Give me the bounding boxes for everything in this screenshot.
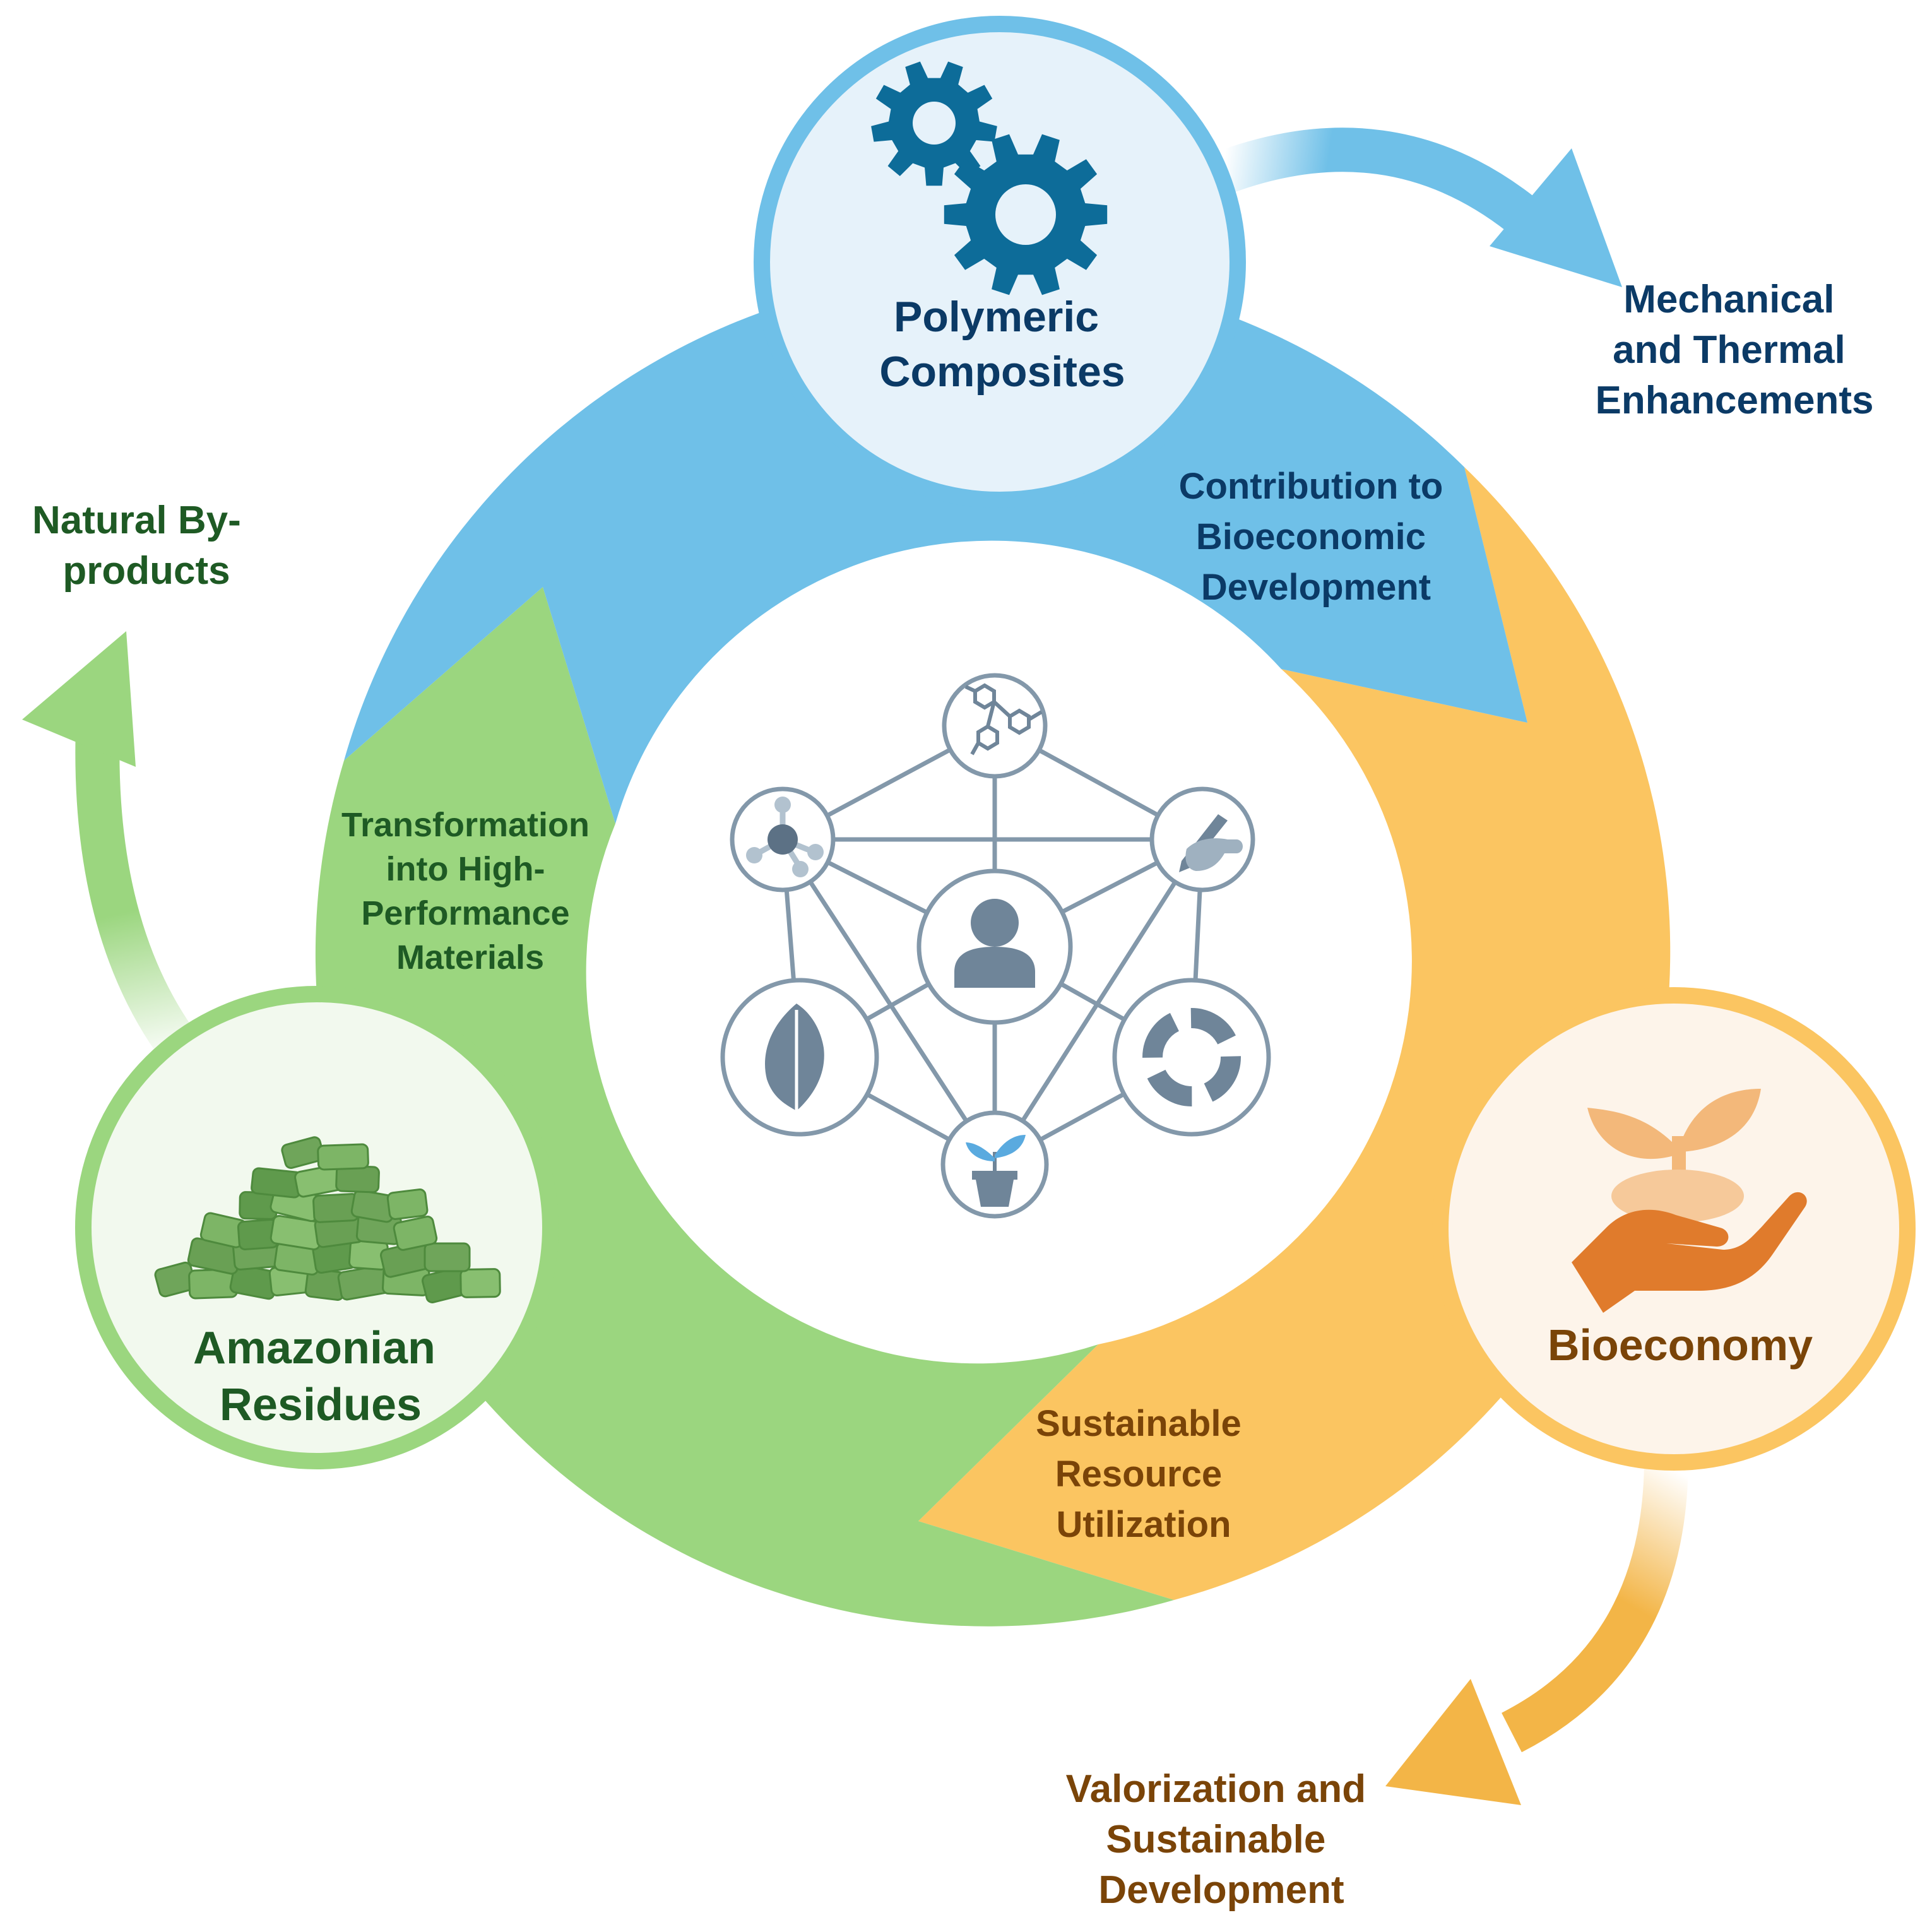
recycle-icon — [1142, 1008, 1241, 1106]
amazonian-line1: Amazonian — [193, 1323, 436, 1373]
residue-block — [251, 1167, 303, 1199]
amazonian-line2: Residues — [220, 1380, 422, 1430]
outcome-arrow-green — [22, 631, 198, 1061]
ring-label-contribution: Contribution to Bioeconomic Development — [1179, 466, 1454, 608]
hand-sprout-icon — [1572, 1089, 1807, 1313]
ring-segment-blue — [344, 271, 1527, 824]
potted-plant-icon — [966, 1135, 1026, 1207]
node-polymeric-composites: Polymeric Composites — [754, 16, 1246, 508]
outcome-label-mechanical: Mechanical and Thermal Enhancements — [1595, 278, 1873, 422]
outcome-arrow-orange — [1385, 1457, 1688, 1805]
node-bioeconomy: Bioeconomy — [1432, 987, 1916, 1471]
residue-block — [317, 1143, 369, 1171]
hand-writing-icon — [1179, 814, 1243, 872]
svg-text:Bioeconomy: Bioeconomy — [1548, 1320, 1813, 1370]
bioeconomy-line1: Bioeconomy — [1548, 1320, 1813, 1370]
node-amazonian-residues: Amazonian Residues — [75, 986, 559, 1469]
polymeric-line1: Polymeric — [894, 293, 1099, 341]
outcome-arrow-blue — [1213, 127, 1622, 287]
gears-icon — [871, 61, 1108, 295]
residue-block — [386, 1188, 429, 1220]
ring-label-sustainable: Sustainable Resource Utilization — [1036, 1403, 1252, 1545]
ring-segment-green — [315, 587, 1174, 1627]
residue-block — [393, 1216, 438, 1251]
residue-block — [424, 1242, 471, 1272]
gear-hole — [995, 184, 1056, 245]
gear-hole — [913, 102, 956, 145]
central-network — [720, 673, 1271, 1219]
svg-text:Amazonian Residues: Amazonian Residues — [193, 1323, 448, 1430]
outcome-label-valorization: Valorization and Sustainable Development — [1066, 1767, 1377, 1912]
residue-block — [459, 1268, 501, 1298]
leaf-icon — [765, 1004, 824, 1127]
molecule-chain-icon — [964, 683, 1043, 756]
residue-pile-icon — [154, 1136, 501, 1303]
polymeric-line2: Composites — [879, 348, 1125, 396]
outcome-label-natural: Natural By- products — [32, 499, 252, 593]
svg-text:Polymeric Composites: Polymeric Composites — [879, 293, 1125, 396]
molecule-icon — [746, 797, 824, 877]
person-icon — [954, 899, 1035, 988]
ring-label-transformation: Transformation into High- Performance Ma… — [341, 806, 599, 976]
